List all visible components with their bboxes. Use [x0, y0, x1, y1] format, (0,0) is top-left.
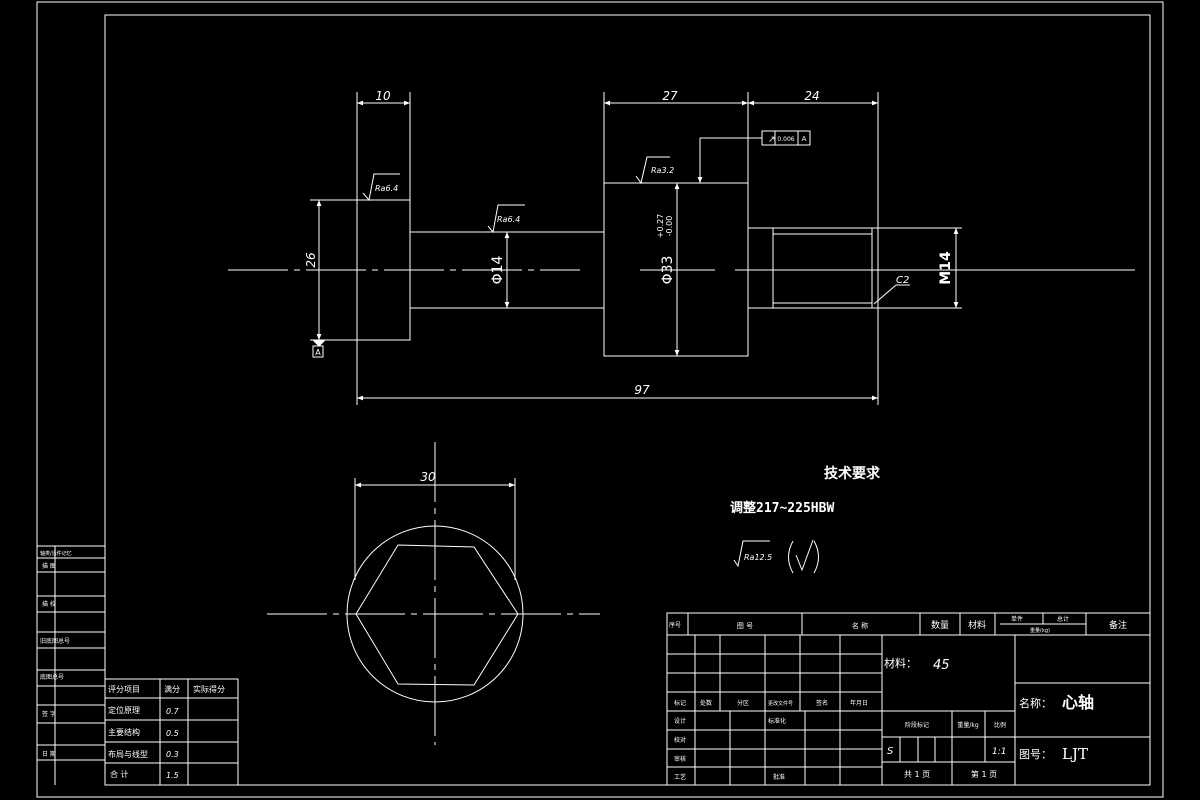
signoff-process: 工艺	[674, 773, 686, 781]
dim-97: 97	[634, 383, 650, 397]
stage-label: 阶段标记	[905, 721, 929, 729]
outer-frame	[36, 1, 1164, 798]
score-row-1-item: 定位原理	[108, 705, 140, 715]
datum-label: A	[315, 348, 321, 357]
drawing-no-value: LJT	[1062, 745, 1088, 763]
ra-label-2: Ra6.4	[497, 215, 520, 224]
change-h-1: 标记	[674, 699, 686, 707]
left-column-table	[37, 545, 105, 785]
tb-qty: 数量	[931, 619, 949, 631]
score-row-2-item: 主要结构	[108, 727, 140, 737]
title-block-grid	[666, 612, 1151, 786]
score-row-1-full: 0.7	[166, 707, 180, 716]
tb-code: 图 号	[737, 622, 753, 630]
weight-label: 重量/kg	[957, 721, 978, 729]
dim-m14: M14	[938, 251, 954, 285]
tb-single: 单件	[1011, 615, 1023, 623]
score-row-3-full: 0.3	[166, 750, 179, 759]
change-h-6: 年月日	[850, 699, 868, 707]
name-value: 心轴	[1062, 693, 1094, 712]
tb-weight: 重量(kg)	[1030, 627, 1050, 634]
tech-title: 技术要求	[824, 465, 881, 482]
score-table-grid	[104, 678, 239, 786]
sheets-total: 共 1 页	[904, 770, 930, 779]
tol-lower: -0.00	[665, 216, 674, 237]
chamfer-label: C2	[896, 275, 909, 286]
signoff-design: 设计	[674, 717, 686, 725]
dim-24: 24	[804, 89, 819, 103]
inner-frame	[104, 14, 1151, 786]
stage-value: S	[887, 746, 894, 757]
tol-datum: A	[802, 135, 807, 143]
score-row-3-item: 布局与线型	[108, 749, 148, 759]
tb-remarks: 备注	[1109, 619, 1127, 631]
tb-name: 名 称	[852, 621, 868, 630]
left-col-row-7: 日 期	[42, 750, 56, 758]
left-col-row-6: 签 字	[42, 710, 56, 718]
tech-line-1: 调整217~225HBW	[730, 500, 834, 516]
score-row-4-full: 1.5	[166, 771, 179, 780]
ra-label-1: Ra6.4	[375, 184, 398, 193]
change-h-5: 签名	[816, 699, 828, 707]
score-row-4-item: 合 计	[110, 769, 129, 779]
scale-value: 1:1	[992, 747, 1006, 757]
left-col-row-2: 描 图	[42, 562, 56, 570]
left-col-row-1: 轴类/活件记忆	[40, 550, 72, 557]
tb-total: 总计	[1057, 615, 1069, 623]
shaft-front-view	[228, 182, 1135, 357]
tol-symbol: ↗	[768, 135, 776, 145]
dim-dia14: Φ14	[490, 255, 506, 284]
score-header-actual: 实际得分	[193, 684, 225, 694]
roughness-symbols	[362, 156, 770, 568]
tb-material: 材料	[968, 619, 986, 631]
tol-value: 0.006	[777, 136, 794, 143]
hex-side-view	[267, 442, 600, 745]
sheet-no: 第 1 页	[971, 769, 997, 779]
dim-27: 27	[662, 89, 678, 103]
drawing-no-label: 图号：	[1019, 748, 1052, 761]
dim-dia33: Φ33	[660, 256, 676, 285]
scale-label: 比例	[994, 721, 1006, 729]
extension-lines	[310, 92, 962, 405]
datum-box	[312, 345, 324, 358]
standardize-label: 标准化	[768, 717, 786, 725]
name-label: 名称：	[1019, 696, 1052, 710]
change-h-4: 更改文件号	[768, 700, 793, 707]
material-value: 45	[933, 658, 950, 673]
tol-upper: +0.27	[656, 214, 665, 239]
signoff-check: 校对	[674, 736, 686, 744]
dim-10: 10	[375, 89, 391, 103]
other-roughness-symbol	[788, 539, 819, 574]
geometric-tolerance-frame	[761, 130, 811, 146]
signoff-review: 审核	[674, 755, 686, 763]
datum-triangle	[311, 339, 327, 347]
ra-label-4: Ra12.5	[744, 553, 772, 562]
dim-30: 30	[420, 470, 436, 484]
score-header-item: 评分项目	[108, 685, 140, 694]
ra-label-3: Ra3.2	[651, 166, 674, 175]
dim-26: 26	[304, 252, 318, 268]
dimension-lines	[316, 100, 959, 401]
left-col-row-3: 描 校	[42, 600, 56, 608]
score-header-full: 满分	[164, 684, 180, 694]
change-h-3: 分区	[737, 699, 749, 707]
left-col-row-4: 旧底图总号	[40, 637, 70, 645]
score-row-2-full: 0.5	[166, 729, 179, 738]
left-col-row-5: 底图总号	[40, 673, 64, 681]
tb-seq: 序号	[669, 621, 681, 629]
change-h-2: 处数	[700, 699, 712, 707]
approve-label: 批准	[773, 773, 785, 781]
material-label: 材料：	[884, 656, 917, 670]
